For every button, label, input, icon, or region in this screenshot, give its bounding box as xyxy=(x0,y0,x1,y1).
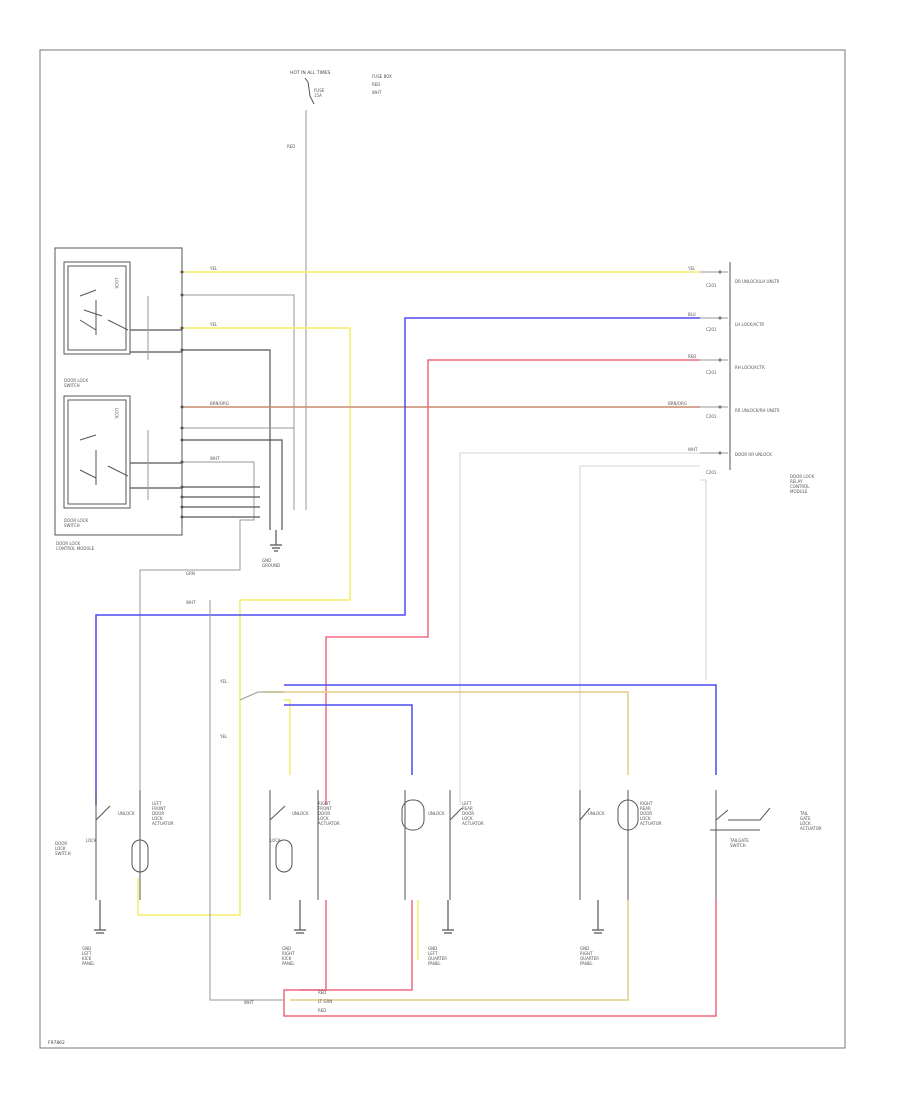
conn-label-5: DOOR RR UNLOCK xyxy=(735,452,772,457)
wire-tan-bottom xyxy=(284,691,629,775)
wire-blue-mid xyxy=(284,704,413,775)
tag-yel-bus-2: YEL xyxy=(219,734,228,739)
conn-label-4: RR UNLOCK/RH UNLTR xyxy=(735,408,780,413)
switch-unit-pins xyxy=(180,270,184,519)
diagram-border xyxy=(39,49,846,1049)
lock-label-2: LOCK xyxy=(270,838,281,843)
fuse-sub-3: WHT xyxy=(372,90,382,95)
conn-label-2: LH LOCK/ACTR xyxy=(735,322,764,327)
right-pins xyxy=(718,270,722,455)
lock-label-1: LOCK xyxy=(86,838,97,843)
tag-brn-2: BRN/ORG xyxy=(668,401,687,406)
wire-red-long xyxy=(325,359,700,805)
conn-code-3: C201 xyxy=(706,370,717,375)
tag-wht-right: WHT xyxy=(688,447,698,452)
unlock-label-2: UNLOCK xyxy=(292,811,309,816)
tag-yel-2: YEL xyxy=(209,322,218,327)
right-control-module: DR UNLOCK/LH UNLTR LH LOCK/ACTR RH LOCK/… xyxy=(706,262,814,494)
tag-wht-bus: WHT xyxy=(186,600,196,605)
fuse-sub-2: RED xyxy=(372,82,380,87)
conn-label-1: DR UNLOCK/LH UNLTR xyxy=(735,279,780,284)
unlock-label-1: UNLOCK xyxy=(118,811,135,816)
tag-yel-right: YEL xyxy=(687,266,696,271)
wire-yellow-mid xyxy=(137,327,351,916)
unlock-label-3: UNLOCK xyxy=(428,811,445,816)
tag-red-bottom: RED xyxy=(318,990,326,995)
tag-grn-bus: GRN xyxy=(186,571,195,576)
wire-red-bottom xyxy=(283,900,717,1017)
wire-blue-long xyxy=(95,317,700,805)
conn-code-2: C201 xyxy=(706,327,717,332)
tag-red-right: RED xyxy=(688,354,696,359)
conn-code-4: C201 xyxy=(706,414,717,419)
tag-blu-right: BLU xyxy=(688,312,696,317)
tag-yel-1: YEL xyxy=(209,266,218,271)
wire-blue-bottom xyxy=(284,684,717,775)
tag-wht: WHT xyxy=(210,456,220,461)
switch-lower-label: LOCK xyxy=(114,408,119,419)
footer-code: F97862 xyxy=(48,1040,65,1046)
conn-label-3: RH LOCK/ACTR xyxy=(735,365,765,370)
fuse-sub: FUSE BOX xyxy=(372,74,392,79)
tag-yel-bus: YEL xyxy=(219,679,228,684)
wire-tan-return xyxy=(290,900,629,1001)
conn-code-1: C201 xyxy=(706,283,717,288)
switch-upper-label: LOCK xyxy=(114,278,119,289)
unlock-label-4: UNLOCK xyxy=(588,811,605,816)
tag-red-bottom-2: RED xyxy=(318,1008,326,1013)
tag-lt-bottom: LT GRN xyxy=(318,999,332,1004)
fuse-wire-label: RED xyxy=(287,144,295,149)
tag-wht-bottom: WHT xyxy=(244,1000,254,1005)
conn-code-5: C201 xyxy=(706,470,717,475)
tag-brn: BRN/ORG xyxy=(210,401,229,406)
fuse-title: HOT IN ALL TIMES xyxy=(290,70,331,76)
